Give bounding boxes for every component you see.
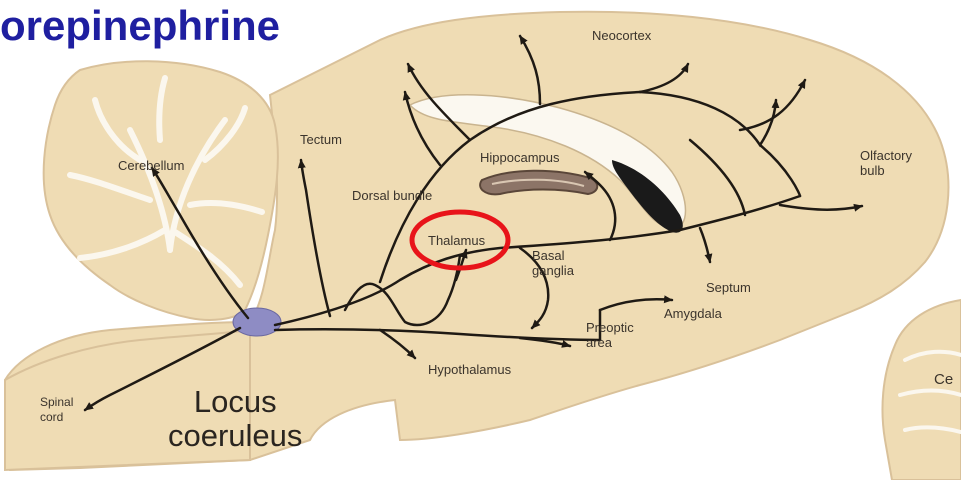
label-preoptic-area: Preoptic area [586,320,634,350]
locus-coeruleus-nucleus [233,308,281,336]
label-cerebellum: Cerebellum [118,158,184,173]
label-olfactory-bulb: Olfactory bulb [860,148,912,178]
page-title: orepinephrine [0,2,280,50]
label-amygdala: Amygdala [664,306,722,321]
label-septum: Septum [706,280,751,295]
label-basal-ganglia: Basal ganglia [532,248,574,278]
label-locus-coeruleus: Locus coeruleus [168,385,302,453]
label-dorsal-bundle: Dorsal bundle [352,188,432,203]
label-partial-right: Ce [934,372,953,387]
label-neocortex: Neocortex [592,28,651,43]
label-hippocampus: Hippocampus [480,150,560,165]
label-spinal-cord: Spinal cord [40,395,73,425]
label-hypothalamus: Hypothalamus [428,362,511,377]
label-tectum: Tectum [300,132,342,147]
label-thalamus: Thalamus [428,233,485,248]
